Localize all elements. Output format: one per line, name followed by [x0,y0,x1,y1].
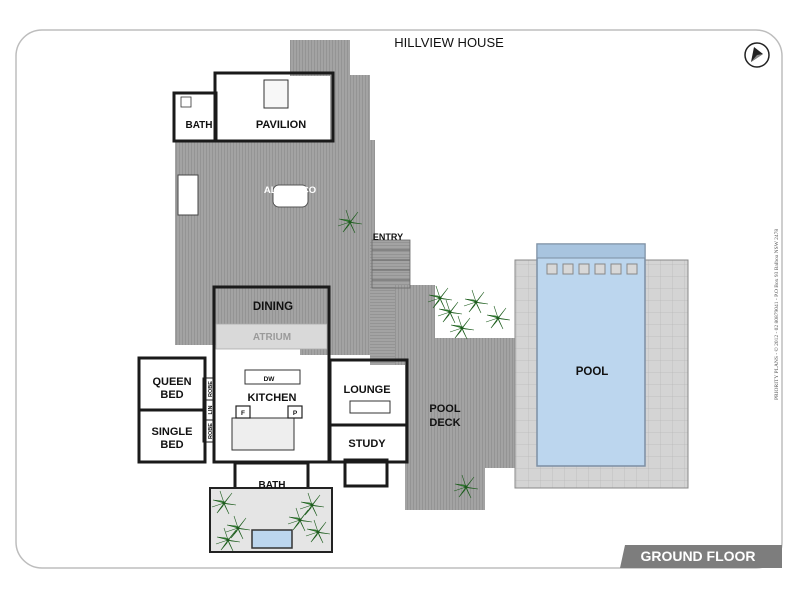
bed-icon [263,79,289,109]
room-label-single-bed: BED [160,439,183,451]
plunge-pool [251,529,293,549]
linen-label: LIN [208,406,214,415]
fridge-label: F [241,410,245,417]
room-label-study: STUDY [348,438,386,450]
room-label-pavilion: PAVILION [256,119,306,131]
room-label-kitchen: KITCHEN [248,392,297,404]
room-label-alfresco: ALFRESCO [264,185,316,196]
bbq-icon [177,174,199,216]
robe-closet-2 [202,419,216,443]
room-label-queen: QUEEN [152,376,191,388]
room-label-queen-bed: BED [160,389,183,401]
robe-label-2: ROBE [208,423,214,439]
fridge-icon [235,405,251,419]
room-label-single: SINGLE [152,426,193,438]
floor-badge [620,545,782,568]
credit-text: PRIORITY PLANS - © 2012 - 02 80879041 - … [773,229,780,400]
robe-label-1: ROBE [208,381,214,397]
north-arrow-icon [744,42,770,68]
room-label-alfresco-dining: DINING [273,196,306,207]
room-label-bath-top: BATH [185,120,212,131]
room-label-pool-deck: POOL [429,403,460,415]
room-label-lounge: LOUNGE [343,384,390,396]
room-label-entry: ENTRY [373,232,403,242]
room-label-pool-deck-2: DECK [429,417,460,429]
pool-tiles [546,263,638,275]
atrium-area [215,323,328,350]
pantry-label: P [293,410,298,417]
pantry-icon [287,405,303,419]
pool-step [536,243,646,259]
room-label-bath-bottom: BATH [258,480,285,491]
basin-icon [180,96,192,108]
room-label-dining: DINING [253,301,293,313]
sofa-icon [349,400,391,414]
stair-icon [231,417,295,451]
room-label-atrium: ATRIUM [253,332,291,343]
bath-top-room [172,91,218,143]
entry-stairs [371,239,411,289]
study-room [328,423,409,464]
room-label-pool: POOL [576,366,609,378]
pool [536,243,646,467]
study-desk-area [343,458,389,488]
single-bed-room [137,408,207,464]
dishwasher-label: DW [264,376,276,383]
plan-title: HILLVIEW HOUSE [394,35,504,50]
floor-label: GROUND FLOOR [640,548,755,564]
kitchen-island-icon [244,369,301,385]
alfresco-table-icon [272,184,309,208]
